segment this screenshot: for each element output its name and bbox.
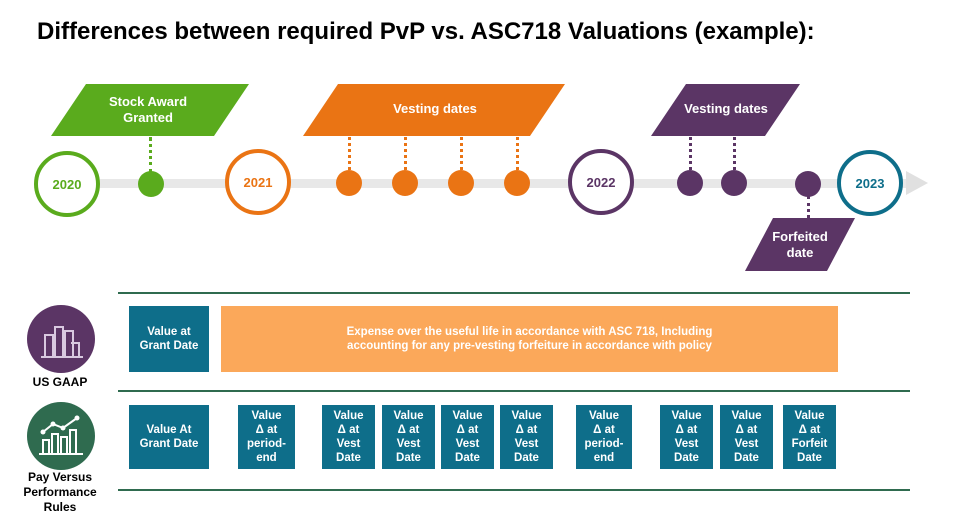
banner-vesting-2022-text: Vesting dates — [684, 101, 768, 116]
us-gaap-label: US GAAP — [32, 375, 88, 389]
year-2023: 2023 — [837, 150, 903, 216]
connector-forfeit — [807, 196, 810, 218]
pvp-label-line-2: Performance — [23, 485, 97, 499]
pvp-box-vest-3: Value Δ at Vest Date — [441, 405, 494, 469]
gaap-expense-line-2: accounting for any pre-vesting forfeitur… — [347, 340, 712, 352]
pvp-box-vest-4: Value Δ at Vest Date — [500, 405, 553, 469]
connector-vest-6 — [733, 137, 736, 170]
banner-forfeited — [745, 218, 855, 271]
gaap-expense-box: Expense over the useful life in accordan… — [221, 306, 838, 372]
event-dot-vest-1 — [336, 170, 362, 196]
event-dot-forfeit — [795, 171, 821, 197]
banner-vesting-2022 — [651, 84, 800, 136]
pvp-box-forfeit: Value Δ at Forfeit Date — [783, 405, 836, 469]
banner-granted — [51, 84, 249, 136]
connector-vest-5 — [689, 137, 692, 170]
banner-granted-line-2: Granted — [123, 110, 173, 125]
pvp-box-period-end-1: Value Δ at period- end — [238, 405, 295, 469]
event-dot-vest-2 — [392, 170, 418, 196]
pvp-label-line-3: Rules — [43, 500, 77, 514]
banner-vesting-2021 — [303, 84, 565, 136]
event-dot-grant — [138, 171, 164, 197]
pvp-box-vest-1: Value Δ at Vest Date — [322, 405, 375, 469]
event-dot-vest-6 — [721, 170, 747, 196]
pvp-box-vest-2: Value Δ at Vest Date — [382, 405, 435, 469]
divider-bottom — [118, 489, 910, 491]
pvp-label: Pay Versus Performance Rules — [8, 470, 112, 515]
banner-granted-text: Stock Award Granted — [88, 84, 208, 136]
pvp-label-line-1: Pay Versus — [27, 470, 93, 484]
connector-vest-3 — [460, 137, 463, 170]
connector-grant — [149, 137, 152, 173]
year-2022: 2022 — [568, 149, 634, 215]
pvp-box-period-end-2: Value Δ at period- end — [576, 405, 632, 469]
connector-vest-4 — [516, 137, 519, 170]
pvp-box-grant: Value At Grant Date — [129, 405, 209, 469]
gaap-expense-line-1: Expense over the useful life in accordan… — [346, 326, 713, 338]
divider-middle — [118, 390, 910, 392]
divider-top — [118, 292, 910, 294]
event-dot-vest-3 — [448, 170, 474, 196]
pvp-box-vest-6: Value Δ at Vest Date — [720, 405, 773, 469]
pvp-box-vest-5: Value Δ at Vest Date — [660, 405, 713, 469]
event-dot-vest-4 — [504, 170, 530, 196]
banner-forfeited-line-2: date — [786, 244, 814, 260]
banner-forfeited-line-1: Forfeited — [772, 228, 828, 244]
banner-granted-line-1: Stock Award — [108, 94, 188, 109]
event-dot-vest-5 — [677, 170, 703, 196]
banner-vesting-2021-text: Vesting dates — [393, 101, 477, 116]
gaap-grant-value-box: Value at Grant Date — [129, 306, 209, 372]
building-chart-icon — [27, 305, 95, 373]
banner-forfeited-text: Forfeited date — [760, 218, 840, 271]
bar-line-chart-icon — [27, 402, 95, 470]
timeline-arrowhead — [906, 171, 928, 195]
connector-vest-1 — [348, 137, 351, 170]
connector-vest-2 — [404, 137, 407, 170]
page-title: Differences between required PvP vs. ASC… — [37, 18, 815, 45]
year-2021: 2021 — [225, 149, 291, 215]
year-2020: 2020 — [34, 151, 100, 217]
